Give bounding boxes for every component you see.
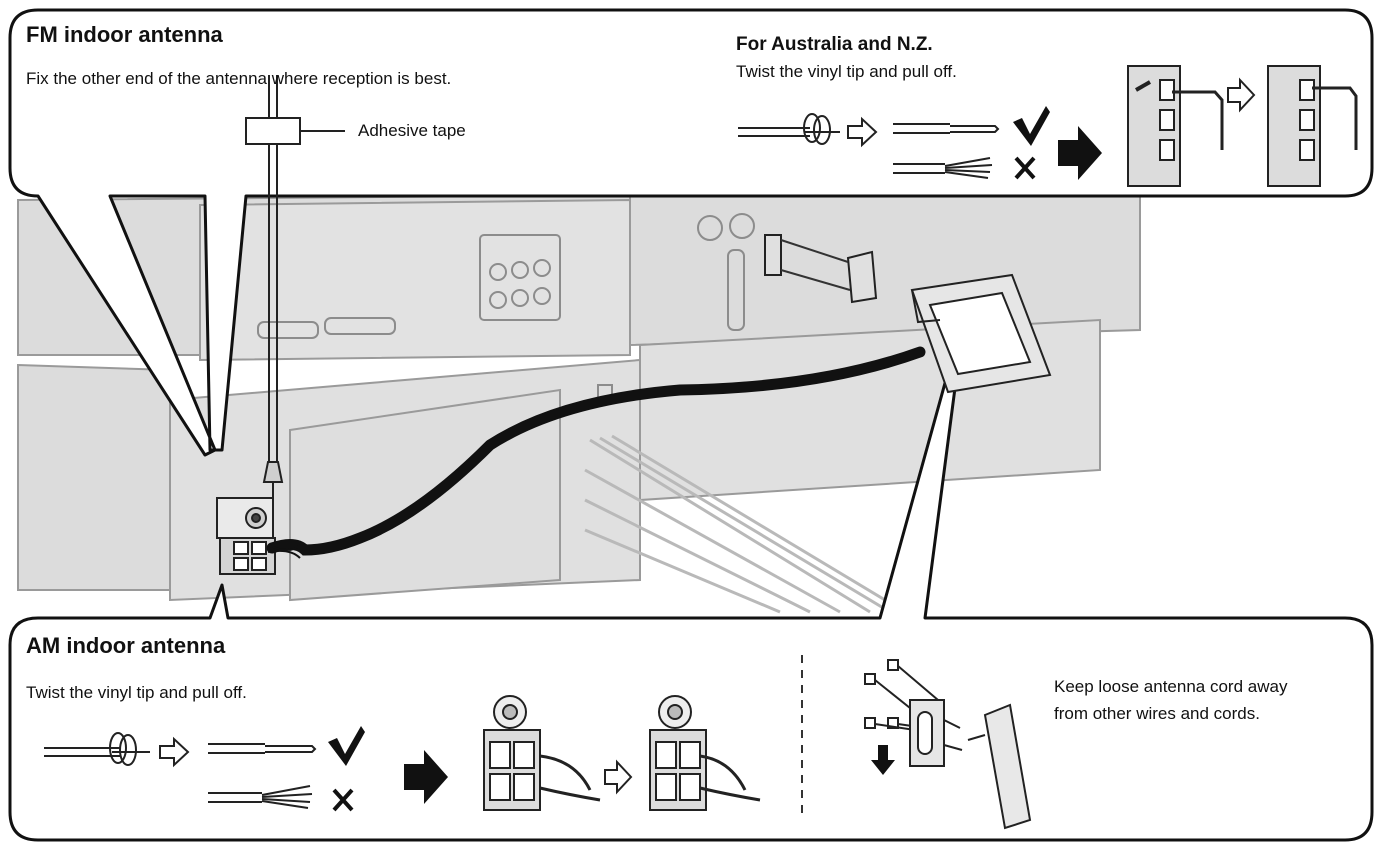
am-loop-antenna bbox=[764, 234, 1052, 394]
au-panel-title: For Australia and N.Z. bbox=[736, 34, 933, 55]
hollow-arrow-icon bbox=[1227, 77, 1256, 113]
fm-panel-title: FM indoor antenna bbox=[26, 22, 223, 47]
cross-icon bbox=[1014, 156, 1036, 180]
au-panel-instruction: Twist the vinyl tip and pull off. bbox=[736, 62, 957, 81]
am-antenna-cable bbox=[266, 346, 926, 556]
stripped-wire-bad-am bbox=[208, 785, 313, 809]
cord-routing-illustration bbox=[864, 659, 1032, 830]
speaker-wires bbox=[584, 434, 906, 614]
arrow-right-icon bbox=[404, 750, 448, 804]
unit-details bbox=[257, 213, 755, 402]
terminal-clip-au-inserted bbox=[1267, 65, 1358, 187]
cord-note-line-1: Keep loose antenna cord away bbox=[1054, 677, 1288, 696]
terminal-clip-au bbox=[1127, 65, 1224, 187]
fm-panel-instruction: Fix the other end of the antenna where r… bbox=[26, 69, 452, 88]
stripped-wire-good-au bbox=[893, 123, 1000, 134]
adhesive-tape-label: Adhesive tape bbox=[358, 121, 466, 140]
antenna-terminal bbox=[216, 497, 276, 575]
hollow-arrow-icon bbox=[847, 116, 878, 148]
cross-icon bbox=[332, 788, 354, 812]
arrow-right-icon bbox=[1058, 126, 1102, 180]
hollow-arrow-icon bbox=[604, 759, 633, 795]
check-icon bbox=[328, 726, 365, 766]
am-panel-title: AM indoor antenna bbox=[26, 633, 226, 658]
top-callout-frame bbox=[8, 8, 1374, 457]
stripped-wire-bad-au bbox=[893, 157, 993, 179]
check-icon bbox=[1013, 106, 1050, 146]
terminal-block-am bbox=[483, 695, 601, 811]
terminal-block-am-inserted bbox=[649, 695, 761, 811]
fm-antenna-wire bbox=[245, 75, 345, 510]
vinyl-tip-twist-au bbox=[738, 113, 840, 145]
hollow-arrow-icon bbox=[159, 736, 190, 768]
am-panel-instruction: Twist the vinyl tip and pull off. bbox=[26, 683, 247, 702]
cord-note-line-2: from other wires and cords. bbox=[1054, 704, 1260, 723]
arrow-down-icon bbox=[871, 745, 895, 775]
vinyl-tip-twist-am bbox=[44, 732, 150, 766]
stripped-wire-good-am bbox=[208, 743, 317, 754]
bottom-callout-frame bbox=[8, 363, 1374, 842]
